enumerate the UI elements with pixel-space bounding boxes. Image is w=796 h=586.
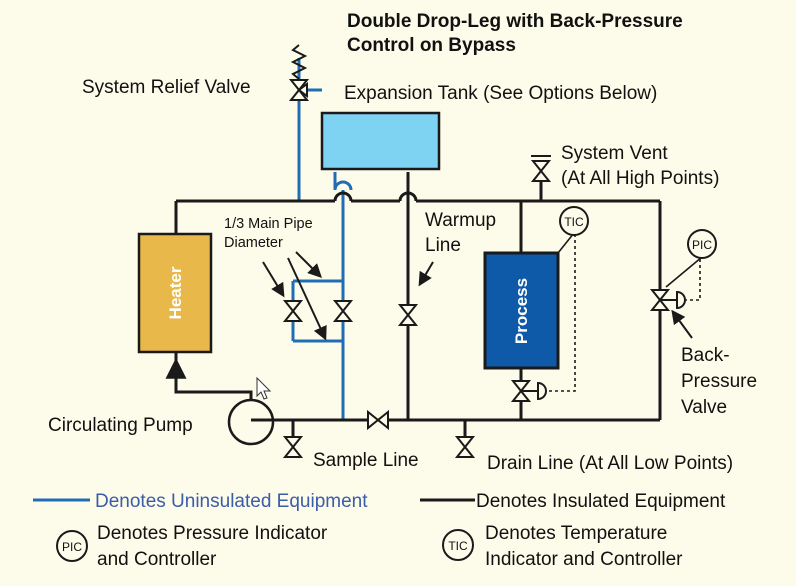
warmup-line-label-2: Line — [425, 235, 461, 256]
annotation-arrows — [262, 251, 693, 341]
warmup-valve-icon — [397, 304, 419, 326]
bypass-valve-left-icon — [282, 300, 304, 322]
drain-valve-icon — [454, 436, 476, 458]
mouse-cursor-icon — [256, 376, 272, 400]
back-pressure-valve-icon — [649, 289, 686, 311]
pipe-diameter-label-1: 1/3 Main Pipe — [224, 216, 313, 232]
back-pressure-label-3: Valve — [681, 397, 727, 418]
pic-instrument — [687, 229, 717, 259]
legend-pic-text-2: and Controller — [97, 549, 217, 570]
heater — [137, 232, 213, 354]
heater-label: Heater — [166, 266, 185, 319]
system-vent-label-1: System Vent — [561, 143, 668, 164]
legend-tic-symbol-text: TIC — [448, 539, 468, 553]
relief-valve-icon — [288, 44, 310, 101]
circulating-pump — [227, 398, 275, 446]
control-signal-lines — [546, 232, 703, 392]
sample-valve-icon — [282, 436, 304, 458]
legend-pic-symbol-text: PIC — [62, 540, 82, 554]
back-pressure-label-2: Pressure — [681, 371, 757, 392]
system-vent-label-2: (At All High Points) — [561, 168, 719, 189]
sample-line-label: Sample Line — [313, 450, 419, 471]
legend-uninsulated-text: Denotes Uninsulated Equipment — [95, 491, 368, 512]
legend-tic-symbol — [442, 529, 474, 561]
temperature-control-valve-icon — [510, 380, 547, 402]
pic-instrument-label: PIC — [692, 238, 712, 252]
circulating-pump-label: Circulating Pump — [48, 415, 193, 436]
legend-insulated-text: Denotes Insulated Equipment — [476, 491, 726, 512]
back-pressure-label-1: Back- — [681, 345, 730, 366]
process-label: Process — [512, 278, 531, 344]
expansion-tank-label: Expansion Tank (See Options Below) — [344, 83, 657, 104]
drain-line-label: Drain Line (At All Low Points) — [487, 453, 733, 474]
warmup-line-label-1: Warmup — [425, 210, 496, 231]
legend-tic-text-2: Indicator and Controller — [485, 549, 683, 570]
legend-tic-text-1: Denotes Temperature — [485, 523, 667, 544]
process-unit — [483, 251, 560, 370]
pump-to-heater-line — [165, 357, 253, 400]
pipe-diameter-label-2: Diameter — [224, 235, 283, 251]
relief-valve-label: System Relief Valve — [82, 77, 251, 98]
tic-instrument — [559, 206, 589, 236]
legend-pic-text-1: Denotes Pressure Indicator — [97, 523, 328, 544]
system-vent-valve-icon — [530, 155, 552, 182]
expansion-tank — [320, 111, 441, 171]
bottom-line-valve-icon — [367, 409, 389, 431]
diagram-title-line1: Double Drop-Leg with Back-Pressure — [347, 11, 683, 32]
tic-instrument-label: TIC — [564, 215, 584, 229]
diagram-title-line2: Control on Bypass — [347, 35, 516, 56]
legend-pic-symbol — [56, 530, 88, 562]
bypass-valve-right-icon — [332, 300, 354, 322]
